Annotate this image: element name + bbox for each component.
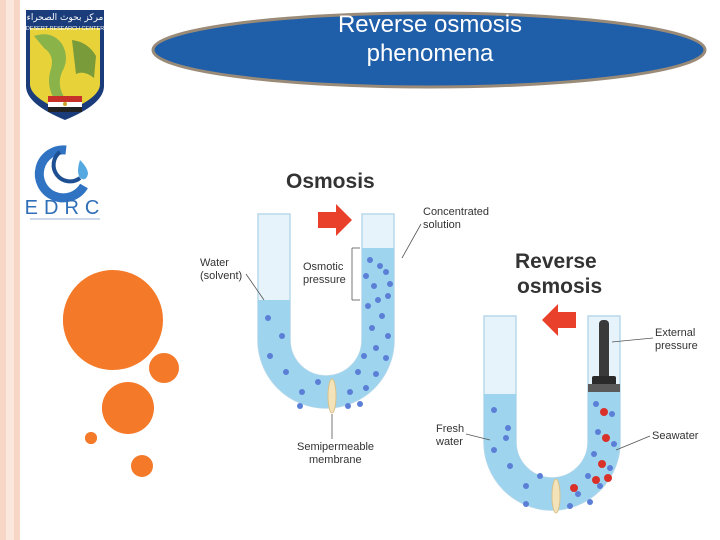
reverse-u-tube [483, 315, 621, 514]
drc-top-text: مركز بحوث الصحراء [27, 13, 104, 23]
drc-bottom-text: DESERT RESEARCH CENTER [26, 26, 104, 32]
fresh-label-2: water [435, 436, 463, 448]
slide-title-line2: phenomena [366, 40, 494, 67]
edrc-text: EDRC [25, 197, 106, 219]
membrane-label-1: Semipermeable [297, 441, 374, 453]
osmosis-membrane [327, 378, 337, 414]
seawater-pointer [615, 435, 651, 451]
seawater-label: Seawater [652, 430, 699, 442]
concentrated-label-1: Concentrated [423, 206, 489, 218]
orange-circle-medium-overlay [102, 382, 154, 434]
orange-circle-bottom-overlay [131, 455, 153, 477]
slide-title: Reverse osmosis phenomena [220, 10, 640, 68]
reverse-membrane [551, 478, 561, 514]
piston-seal [588, 384, 620, 392]
edrc-logo: EDRC [22, 138, 106, 224]
reverse-water [484, 392, 620, 510]
reverse-heading-1: Reverse [515, 250, 597, 273]
title-ellipse [151, 11, 707, 89]
external-label-1: External [655, 327, 695, 339]
osmotic-label-1: Osmotic [303, 261, 344, 273]
reverse-blue-dots [491, 401, 617, 509]
osmosis-solute-dots [265, 257, 393, 409]
osmosis-diagram: Osmosis Concentrated solution Water (sol… [200, 170, 699, 514]
reverse-heading-2: osmosis [517, 275, 602, 298]
osmotic-label-2: pressure [303, 274, 346, 286]
sidebar-stripe-inner [6, 0, 14, 540]
water-label-2: (solvent) [200, 270, 242, 282]
osmosis-u-tube [257, 213, 395, 414]
water-pointer [245, 273, 265, 301]
drc-logo: مركز بحوث الصحراء DESERT RESEARCH CENTER [22, 6, 106, 126]
osmosis-water [258, 248, 394, 408]
membrane-label-2: membrane [309, 454, 362, 466]
osmosis-heading: Osmosis [286, 170, 375, 193]
piston-head [592, 376, 616, 386]
fresh-pointer [465, 433, 491, 441]
slide-title-line1: Reverse osmosis [337, 11, 523, 38]
orange-circle-small-overlay [149, 353, 179, 383]
fresh-label-1: Fresh [436, 423, 464, 435]
concentrated-label-2: solution [423, 219, 461, 231]
concentrated-pointer [401, 223, 422, 259]
water-label-1: Water [200, 257, 229, 269]
reverse-salt-dots [570, 408, 612, 492]
orange-circles-overlay [63, 270, 179, 477]
piston-rod [599, 320, 609, 380]
external-pointer [611, 337, 654, 343]
osmosis-pressure-arrow [318, 204, 352, 236]
orange-circle-tiny-overlay [85, 432, 97, 444]
external-label-2: pressure [655, 340, 698, 352]
orange-circle-large-overlay [63, 270, 163, 370]
reverse-pressure-arrow [542, 304, 576, 336]
